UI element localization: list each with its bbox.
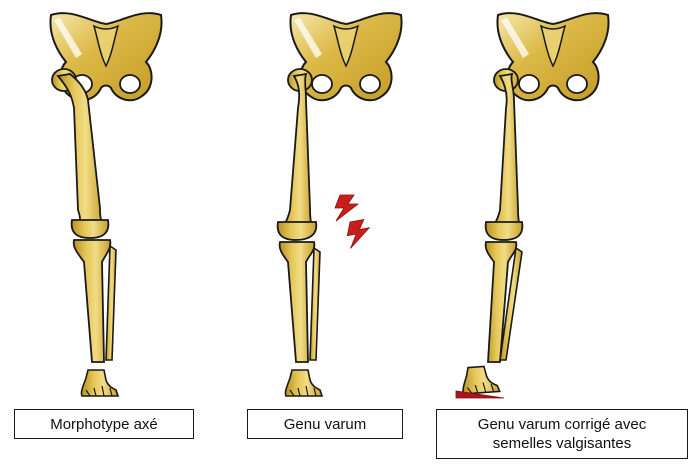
caption-line: Genu varum corrigé avec [477, 416, 647, 433]
femur [490, 72, 522, 229]
caption-genu-varum: Genu varum [247, 409, 403, 439]
caption-line: Genu varum [283, 415, 367, 433]
knee [70, 219, 110, 239]
panel-genu-varum [276, 12, 403, 397]
femur [56, 73, 106, 227]
caption-genu-varum-corrige: Genu varum corrigé avec semelles valgisa… [436, 409, 688, 459]
foot-bones [80, 369, 119, 397]
lightning-pain-icon [334, 194, 359, 222]
panel-genu-varum-corrige [455, 12, 610, 399]
lightning-pain-icon [344, 218, 373, 249]
foot-bones [284, 369, 323, 397]
caption-line: Morphotype axé [50, 415, 158, 433]
knee [484, 221, 524, 241]
caption-morphotype-axe: Morphotype axé [14, 409, 194, 439]
tibia [72, 239, 112, 363]
caption-line: semelles valgisantes [492, 435, 632, 452]
tibia [278, 241, 316, 363]
knee [276, 221, 318, 241]
fibula [499, 246, 523, 361]
panel-morphotype-axe [49, 12, 163, 397]
insole-wedge [455, 390, 505, 399]
femur [280, 72, 314, 229]
fibula [105, 244, 117, 361]
fibula [309, 246, 321, 361]
foot-bones [460, 364, 501, 395]
